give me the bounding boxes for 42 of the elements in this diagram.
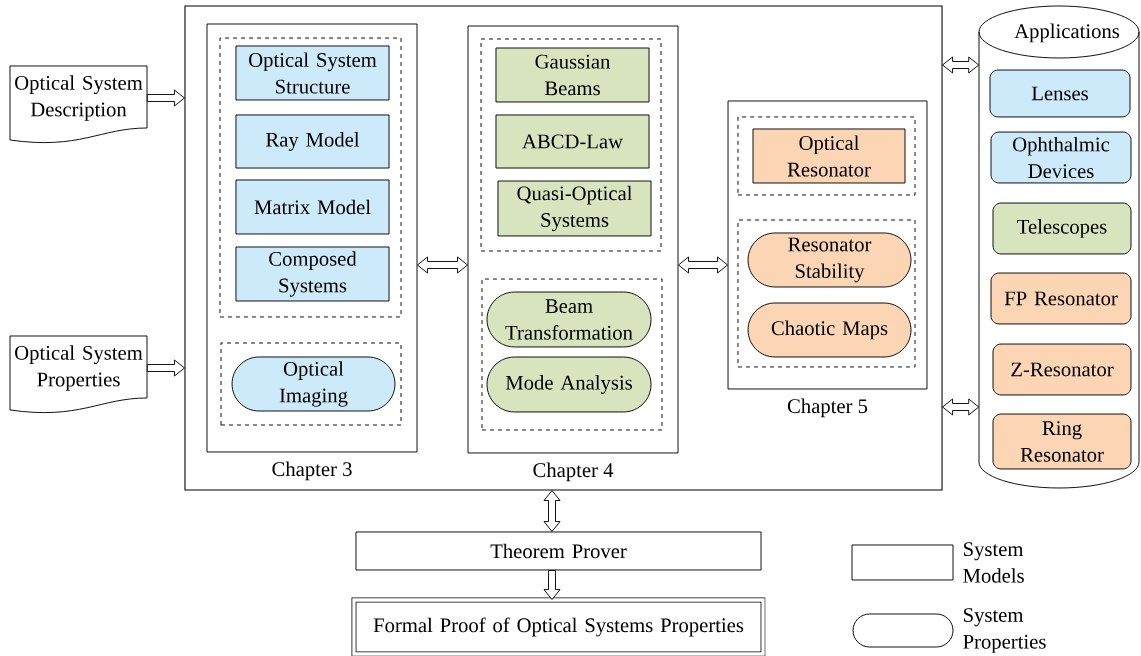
result-box: Formal Proof of Optical Systems Properties [351, 597, 766, 656]
hollow-arrow [146, 89, 185, 107]
application-box: FP Resonator [990, 272, 1132, 325]
model-box: Gaussian Beams [495, 47, 650, 103]
property-pill: Optical Imaging [231, 356, 396, 412]
property-pill: Resonator Stability [747, 232, 912, 288]
model-box: Theorem Prover [355, 531, 762, 571]
property-pill: Chaotic Maps [747, 302, 912, 358]
property-pill: Mode Analysis [486, 356, 652, 413]
model-box: Matrix Model [235, 179, 390, 235]
legend-entry: System Models [851, 542, 1024, 583]
dashed-group [220, 342, 402, 426]
hollow-arrow [678, 256, 729, 274]
hollow-arrow [942, 398, 980, 416]
application-box: Telescopes [992, 202, 1132, 255]
model-box: ABCD-Law [495, 114, 650, 169]
hollow-arrow [146, 359, 185, 377]
hollow-arrow [543, 490, 561, 532]
cylinder-label: Applications [1014, 23, 1120, 43]
model-box: Optical Resonator [752, 128, 906, 184]
hollow-arrow [417, 256, 468, 274]
chapter-label: Chapter 4 [533, 462, 614, 482]
model-box: Quasi-Optical Systems [497, 180, 652, 237]
application-box: Ophthalmic Devices [990, 131, 1132, 184]
hollow-arrow [543, 570, 561, 601]
model-box: Composed Systems [235, 246, 390, 302]
hollow-arrow [942, 56, 980, 74]
dashed-group [737, 116, 916, 196]
application-box: Z-Resonator [992, 343, 1132, 396]
outer-frame [184, 5, 943, 491]
dashed-group [219, 37, 402, 318]
model-box: Optical System Structure [235, 45, 390, 101]
dashed-group [737, 219, 916, 368]
chapter-label: Chapter 5 [787, 398, 868, 418]
dashed-group [481, 278, 663, 431]
application-box: Lenses [989, 69, 1131, 118]
application-box: Ring Resonator [992, 413, 1132, 470]
legend-entry: System Properties [852, 608, 1046, 653]
chapter-label: Chapter 3 [272, 461, 352, 481]
model-box: Ray Model [235, 114, 390, 169]
dashed-group [480, 38, 662, 252]
property-pill: Beam Transformation [486, 291, 652, 348]
